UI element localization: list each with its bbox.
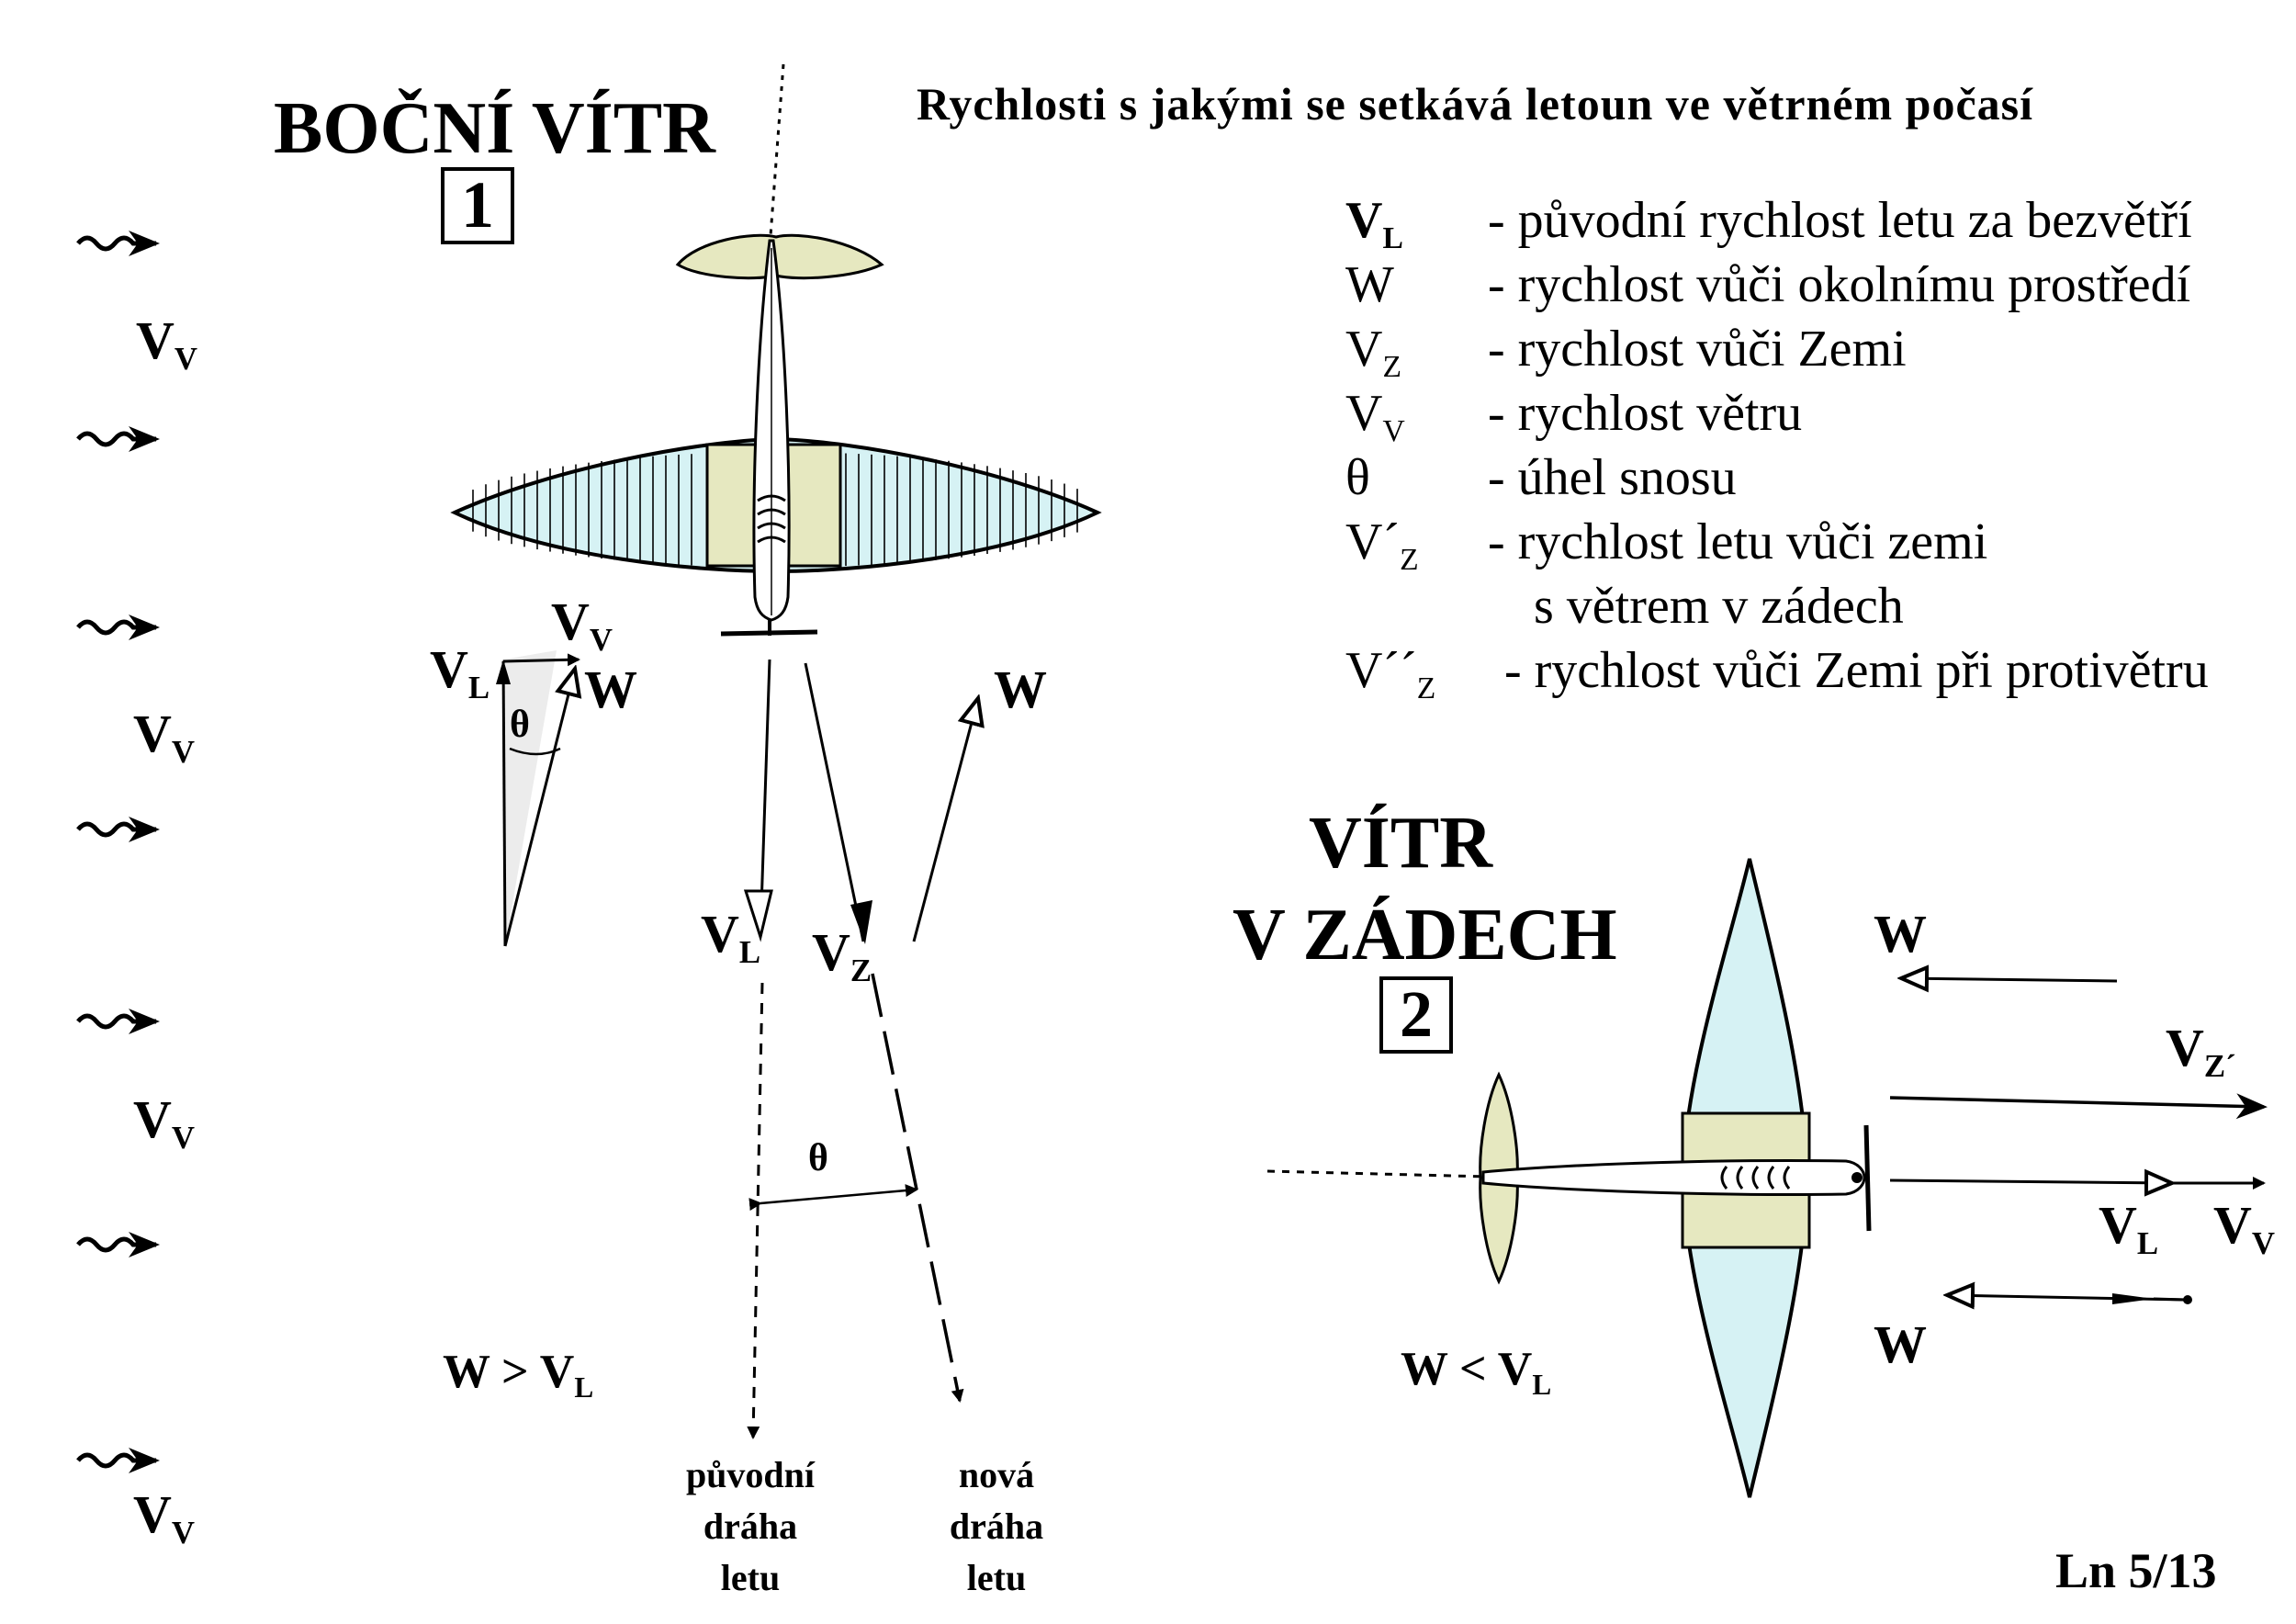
new-path-line [871, 973, 964, 1403]
legend-symbol: V´Z [1345, 513, 1419, 577]
wind-arrow [76, 615, 160, 640]
wind-arrow [76, 1448, 160, 1473]
w-vector-2-top [1901, 978, 2118, 981]
legend-symbol: V´´Z [1345, 642, 1436, 705]
panel2-heading-line1: VÍTR [1309, 803, 1493, 884]
legend-description: - rychlost letu vůči zemi [1488, 513, 1988, 570]
vv-label-4: VV [133, 1484, 196, 1551]
vv-label-3: VV [133, 1089, 196, 1156]
legend-description: - rychlost vůči Zemi při protivětru [1504, 642, 2209, 699]
wind-arrow [76, 1232, 160, 1257]
panel1-heading: BOČNÍ VÍTR [274, 88, 715, 169]
legend-description: - rychlost větru [1488, 385, 1803, 442]
legend-symbol: VZ [1345, 321, 1401, 384]
legend-description: - původní rychlost letu za bezvětří [1488, 192, 2192, 249]
legend-symbol: VV [1345, 385, 1405, 448]
triangle-w-label: W [584, 660, 637, 719]
wind-arrows [76, 231, 160, 1473]
legend-description: - úhel snosu [1488, 449, 1737, 506]
wind-arrow [76, 426, 160, 452]
vector-triangle [496, 650, 579, 947]
vl-vector-1 [759, 659, 771, 936]
airplane-1-illustration [450, 233, 1102, 637]
panel2-number: 2 [1379, 976, 1453, 1054]
theta-dimension-1 [748, 1184, 918, 1212]
legend-symbol: W [1345, 256, 1394, 313]
w-label-1: W [994, 660, 1047, 719]
wind-arrow [76, 231, 160, 256]
legend-description: - rychlost vůči okolnímu prostředí [1488, 256, 2191, 313]
panel2-relation: W < VL [1401, 1343, 1552, 1401]
page-title: Rychlosti s jakými se setkává letoun ve … [917, 78, 2034, 130]
panel1-relation: W > VL [443, 1346, 594, 1404]
vz-prime-label: VZ´ [2166, 1018, 2236, 1085]
legend-description: s větrem v zádech [1534, 578, 1904, 635]
w-label-2-bottom: W [1874, 1314, 1927, 1374]
centerline-dotted [768, 63, 785, 249]
vl-label-2: VL [2099, 1195, 2159, 1262]
airplane-2-illustration [1479, 858, 1872, 1498]
vz-label-1: VZ [812, 922, 872, 989]
triangle-vl-label: VL [430, 639, 490, 706]
legend-description: - rychlost vůči Zemi [1488, 321, 1907, 378]
theta-label-1: θ [808, 1137, 828, 1179]
vz-arrowhead-1 [850, 900, 872, 944]
vl-arrowhead-1 [743, 889, 773, 942]
vl-vector-2 [1889, 1180, 2172, 1183]
original-path-line [747, 982, 764, 1439]
vz-vector-1 [804, 662, 865, 942]
vl-label-1: VL [701, 904, 761, 971]
vv-label-panel2: VV [2213, 1195, 2276, 1262]
wind-arrow [76, 817, 160, 842]
vz-prime-vector [1889, 1093, 2268, 1120]
w-label-2-top: W [1874, 904, 1927, 964]
legend-symbol: θ [1345, 449, 1370, 506]
wind-arrow [76, 1009, 160, 1034]
w-vector-1 [912, 698, 978, 942]
vv-label-2: VV [133, 704, 196, 771]
vv-label-1: VV [136, 310, 198, 378]
panel2-heading-line2: V ZÁDECH [1232, 895, 1617, 976]
triangle-vv-label: VV [551, 592, 613, 659]
legend-symbol: VL [1345, 192, 1403, 255]
page-reference: Ln 5/13 [2055, 1543, 2217, 1598]
panel1-number: 1 [441, 167, 514, 244]
triangle-theta-label: θ [510, 704, 530, 746]
